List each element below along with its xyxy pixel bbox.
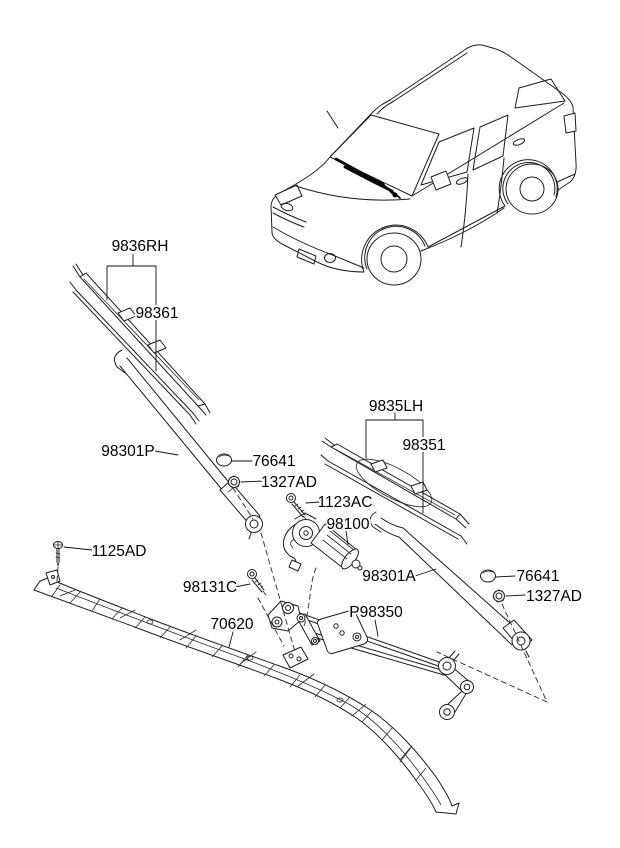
motor-mount-plate xyxy=(316,610,369,655)
part-label-1327ad-right: 1327AD xyxy=(526,588,582,605)
taillight xyxy=(563,112,577,134)
vehicle-illustration xyxy=(270,44,577,286)
wipers-on-windshield xyxy=(334,157,401,199)
part-label-9835lh: 9835LH xyxy=(369,398,423,415)
windshield xyxy=(329,114,440,197)
part-label-1123ac: 1123AC xyxy=(318,494,373,511)
part-label-98100: 98100 xyxy=(326,516,369,533)
part-label-98131c: 98131C xyxy=(183,579,237,596)
part-label-9836rh: 9836RH xyxy=(112,238,169,255)
side-mirror xyxy=(430,170,452,191)
part-label-98361: 98361 xyxy=(135,305,178,322)
wiper-refill-lh xyxy=(320,454,468,545)
fog-lamp xyxy=(324,253,336,263)
part-label-76641-right: 76641 xyxy=(516,568,559,585)
bolt-98131c xyxy=(247,569,267,596)
part-number-labels: 9836RH9836198301P766411327AD1123AC981001… xyxy=(90,236,584,635)
pivot-nut-right xyxy=(492,589,505,603)
label-leader-lines xyxy=(63,450,526,648)
front-wheel xyxy=(366,232,422,286)
assembly-guide-lines xyxy=(56,487,548,703)
part-label-70620: 70620 xyxy=(210,616,253,633)
part-label-p98350: P98350 xyxy=(349,604,403,621)
part-label-98351: 98351 xyxy=(402,437,445,454)
cowl-panel xyxy=(33,569,460,815)
part-label-76641-left: 76641 xyxy=(252,453,295,470)
wiper-motor xyxy=(283,512,363,572)
cowl-bracket xyxy=(282,646,309,669)
bracket-9836rh xyxy=(106,253,157,372)
wiper-blade-rh xyxy=(69,253,211,425)
wiper-blade-lh xyxy=(320,412,470,545)
rear-wheel xyxy=(505,163,559,215)
pivot-nut-left xyxy=(227,475,240,489)
headlight xyxy=(274,184,303,206)
part-label-98301a: 98301A xyxy=(362,568,416,585)
screw-1125ad xyxy=(53,541,63,567)
wiper-arm-passenger xyxy=(369,511,533,658)
bolt-1123ac xyxy=(286,493,307,520)
bracket-9835lh xyxy=(365,412,424,514)
part-label-1125ad: 1125AD xyxy=(92,543,147,560)
pivot-cap-left xyxy=(216,453,232,467)
wiper-linkage xyxy=(267,600,474,720)
part-label-98301p: 98301P xyxy=(101,443,154,460)
pivot-cap-right xyxy=(480,569,496,583)
antenna xyxy=(326,110,339,129)
wiper-refill-rh xyxy=(69,281,200,425)
part-label-1327ad-left: 1327AD xyxy=(261,474,317,491)
